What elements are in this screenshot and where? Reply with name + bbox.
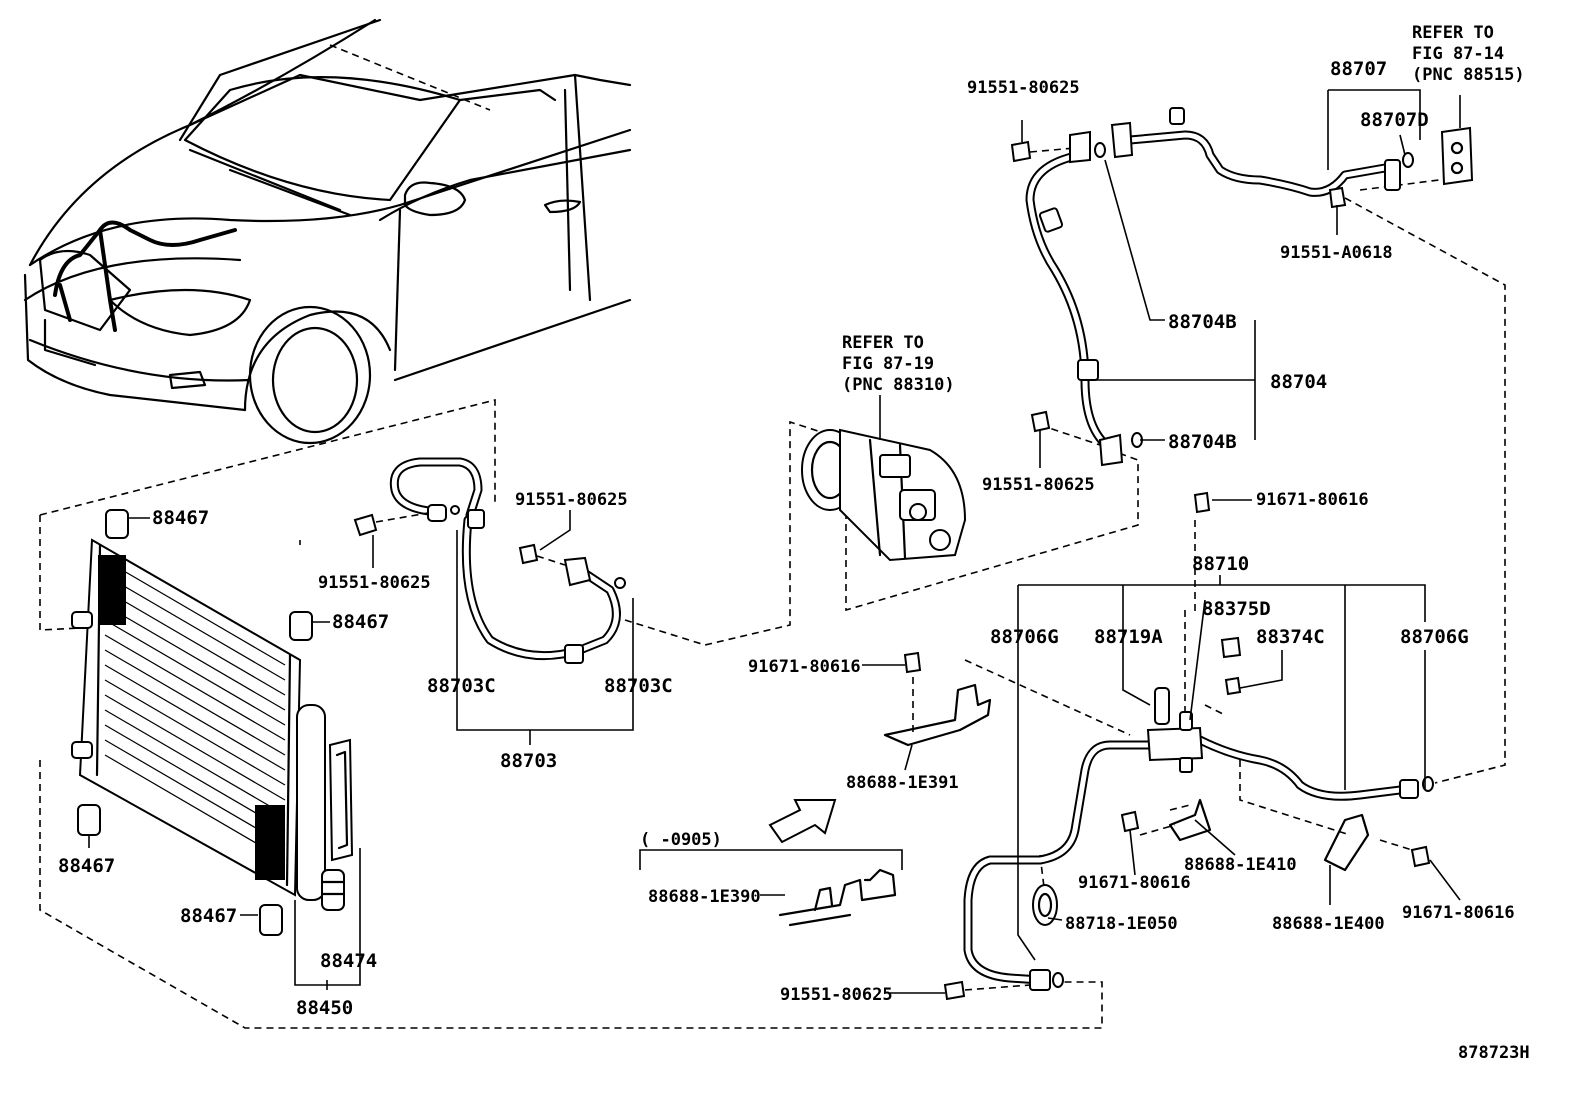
label-clamp-1e410[interactable]: 88688-1E410 — [1184, 855, 1297, 875]
condenser-88450[interactable] — [71, 538, 326, 901]
diagram-id: 878723H — [1458, 1043, 1530, 1063]
label-bolt-91671-mid[interactable]: 91671-80616 — [748, 657, 861, 677]
valve-caps — [1032, 636, 1242, 926]
hose-88703[interactable] — [389, 457, 626, 664]
expansion-valve[interactable] — [1440, 126, 1474, 186]
desiccant-88474[interactable] — [320, 738, 354, 911]
label-88474[interactable]: 88474 — [320, 950, 377, 972]
vehicle-illustration — [23, 18, 632, 445]
leader-lines — [88, 89, 1461, 994]
guide-lines — [39, 44, 1506, 1029]
label-88707[interactable]: 88707 — [1330, 58, 1387, 80]
label-bolt-cond-right[interactable]: 91551-80625 — [515, 490, 628, 510]
label-88374c[interactable]: 88374C — [1256, 626, 1325, 648]
label-88703c-right[interactable]: 88703C — [604, 675, 673, 697]
label-sensor-1e050[interactable]: 88718-1E050 — [1065, 914, 1178, 934]
label-88706g-right[interactable]: 88706G — [1400, 626, 1469, 648]
label-bolt-91671-top[interactable]: 91671-80616 — [1256, 490, 1369, 510]
label-bolt-top[interactable]: 91551-80625 — [967, 78, 1080, 98]
label-88707d[interactable]: 88707D — [1360, 109, 1429, 131]
refer-text-condenser: REFER TO — [1412, 23, 1494, 43]
clamps — [778, 651, 1431, 1001]
bolts-88703 — [353, 512, 566, 566]
part-labels: REFER TO FIG 87-14 (PNC 88515) 91551-806… — [58, 23, 1530, 1063]
label-88467-4[interactable]: 88467 — [180, 905, 237, 927]
label-bolt-a0618[interactable]: 91551-A0618 — [1280, 243, 1393, 263]
label-88710[interactable]: 88710 — [1192, 553, 1249, 575]
label-88450[interactable]: 88450 — [296, 997, 353, 1019]
hose-88704[interactable] — [1025, 130, 1143, 467]
label-88467-3[interactable]: 88467 — [58, 855, 115, 877]
label-88467-1[interactable]: 88467 — [152, 507, 209, 529]
label-bolt-91671-low[interactable]: 91671-80616 — [1078, 873, 1191, 893]
label-88719a[interactable]: 88719A — [1094, 626, 1163, 648]
label-88703[interactable]: 88703 — [500, 750, 557, 772]
compressor-illustration[interactable] — [801, 428, 967, 562]
tube-88707[interactable] — [1110, 107, 1414, 197]
cushion-88467-parts — [77, 509, 313, 936]
refer-pnc-compressor: (PNC 88310) — [842, 375, 955, 395]
label-bolt-mid-right[interactable]: 91551-80625 — [982, 475, 1095, 495]
label-bolt-91671-right[interactable]: 91671-80616 — [1402, 903, 1515, 923]
label-bolt-bottom[interactable]: 91551-80625 — [780, 985, 893, 1005]
label-88704[interactable]: 88704 — [1270, 371, 1327, 393]
refer-pnc-condenser: (PNC 88515) — [1412, 65, 1525, 85]
label-clamp-1e400[interactable]: 88688-1E400 — [1272, 914, 1385, 934]
refer-text-compressor: REFER TO — [842, 333, 924, 353]
direction-arrow — [768, 799, 837, 844]
bolts-top — [1010, 140, 1347, 514]
label-88704b-top[interactable]: 88704B — [1168, 311, 1237, 333]
label-clamp-1e390[interactable]: 88688-1E390 — [648, 887, 761, 907]
label-88704b-bottom[interactable]: 88704B — [1168, 431, 1237, 453]
refer-fig-condenser: FIG 87-14 — [1412, 44, 1504, 64]
label-clamp-1e391[interactable]: 88688-1E391 — [846, 773, 959, 793]
label-bolt-cond-left[interactable]: 91551-80625 — [318, 573, 431, 593]
label-date-range: ( -0905) — [640, 830, 722, 850]
label-88703c-left[interactable]: 88703C — [427, 675, 496, 697]
refer-fig-compressor: FIG 87-19 — [842, 354, 934, 374]
label-88706g-left[interactable]: 88706G — [990, 626, 1059, 648]
tube-88710[interactable] — [963, 687, 1434, 991]
label-88467-2[interactable]: 88467 — [332, 611, 389, 633]
date-range-bracket — [639, 849, 903, 870]
label-88375d[interactable]: 88375D — [1202, 598, 1271, 620]
